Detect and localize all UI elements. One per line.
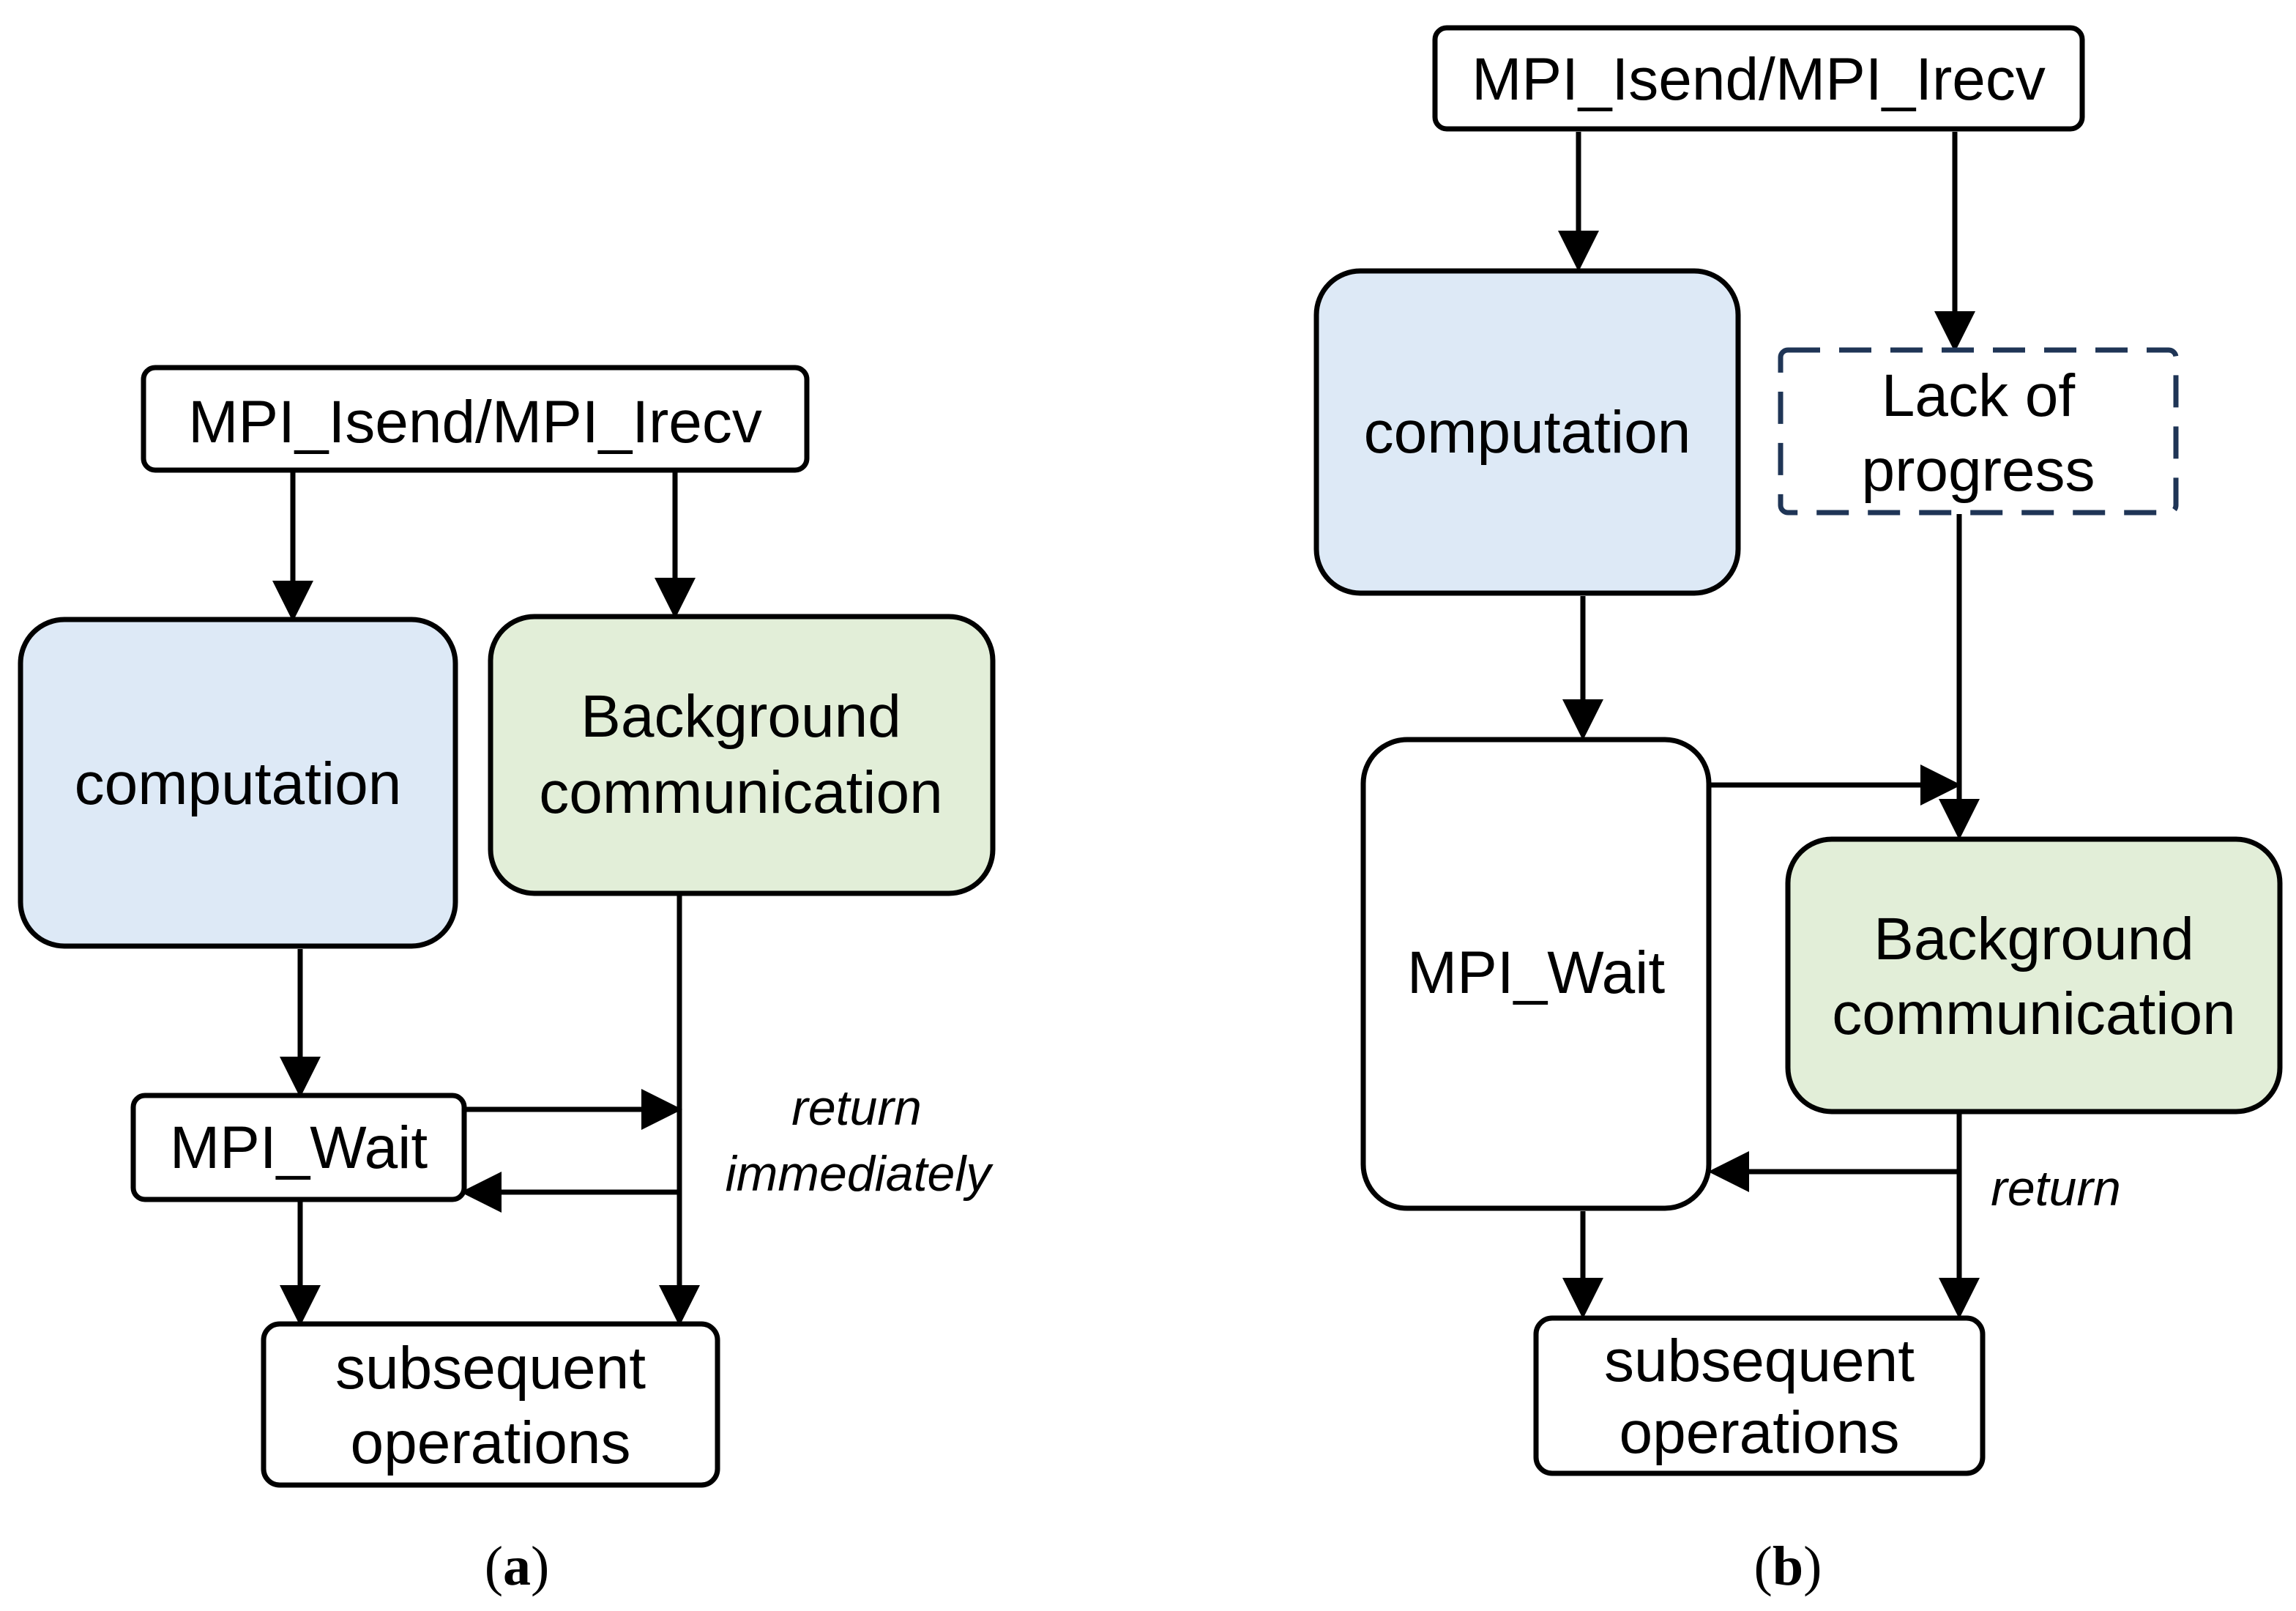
computation-box-b: computation	[1313, 268, 1741, 596]
background-communication-box-b: Background communication	[1785, 836, 2283, 1115]
lack-label-line2-b: progress	[1861, 437, 2095, 504]
return-note-b: return	[1991, 1161, 2121, 1216]
background-label-line1-b: Background	[1874, 906, 2194, 972]
mpi-wait-box-a: MPI_Wait	[130, 1093, 467, 1202]
mpi-wait-label-b: MPI_Wait	[1407, 940, 1666, 1006]
caption-a: (a)	[485, 1536, 550, 1597]
computation-label-a: computation	[75, 751, 402, 817]
background-label-line1-a: Background	[581, 683, 901, 750]
isend-irecv-label-b: MPI_Isend/MPI_Irecv	[1472, 46, 2046, 113]
lack-label-line1-b: Lack of	[1882, 362, 2076, 429]
mpi-wait-box-b: MPI_Wait	[1360, 737, 1712, 1211]
subsequent-label-line1-a: subsequent	[335, 1335, 646, 1402]
subsequent-label-line2-b: operations	[1620, 1399, 1900, 1466]
caption-b: (b)	[1754, 1536, 1822, 1597]
subsequent-label-line2-a: operations	[351, 1410, 631, 1476]
computation-label-b: computation	[1364, 399, 1691, 466]
panel-a: MPI_Isend/MPI_Irecv computation Backgrou…	[18, 365, 996, 1597]
subsequent-label-line1-b: subsequent	[1604, 1328, 1915, 1394]
subsequent-operations-box-b: subsequent operations	[1533, 1315, 1986, 1476]
lack-of-progress-box-b: Lack of progress	[1778, 347, 2179, 516]
subsequent-operations-box-a: subsequent operations	[261, 1321, 720, 1488]
isend-irecv-box-b: MPI_Isend/MPI_Irecv	[1432, 25, 2085, 132]
isend-irecv-box-a: MPI_Isend/MPI_Irecv	[141, 365, 810, 473]
background-communication-box-a: Background communication	[488, 614, 996, 896]
computation-box-a: computation	[18, 617, 458, 949]
isend-irecv-label-a: MPI_Isend/MPI_Irecv	[188, 389, 762, 455]
return-note-line2-a: immediately	[726, 1146, 994, 1202]
panel-b: MPI_Isend/MPI_Irecv computation Lack of …	[1313, 25, 2283, 1597]
background-label-line2-b: communication	[1832, 981, 2235, 1047]
background-label-line2-a: communication	[539, 759, 942, 826]
return-note-line1-a: return	[791, 1080, 922, 1136]
mpi-wait-label-a: MPI_Wait	[170, 1115, 428, 1181]
